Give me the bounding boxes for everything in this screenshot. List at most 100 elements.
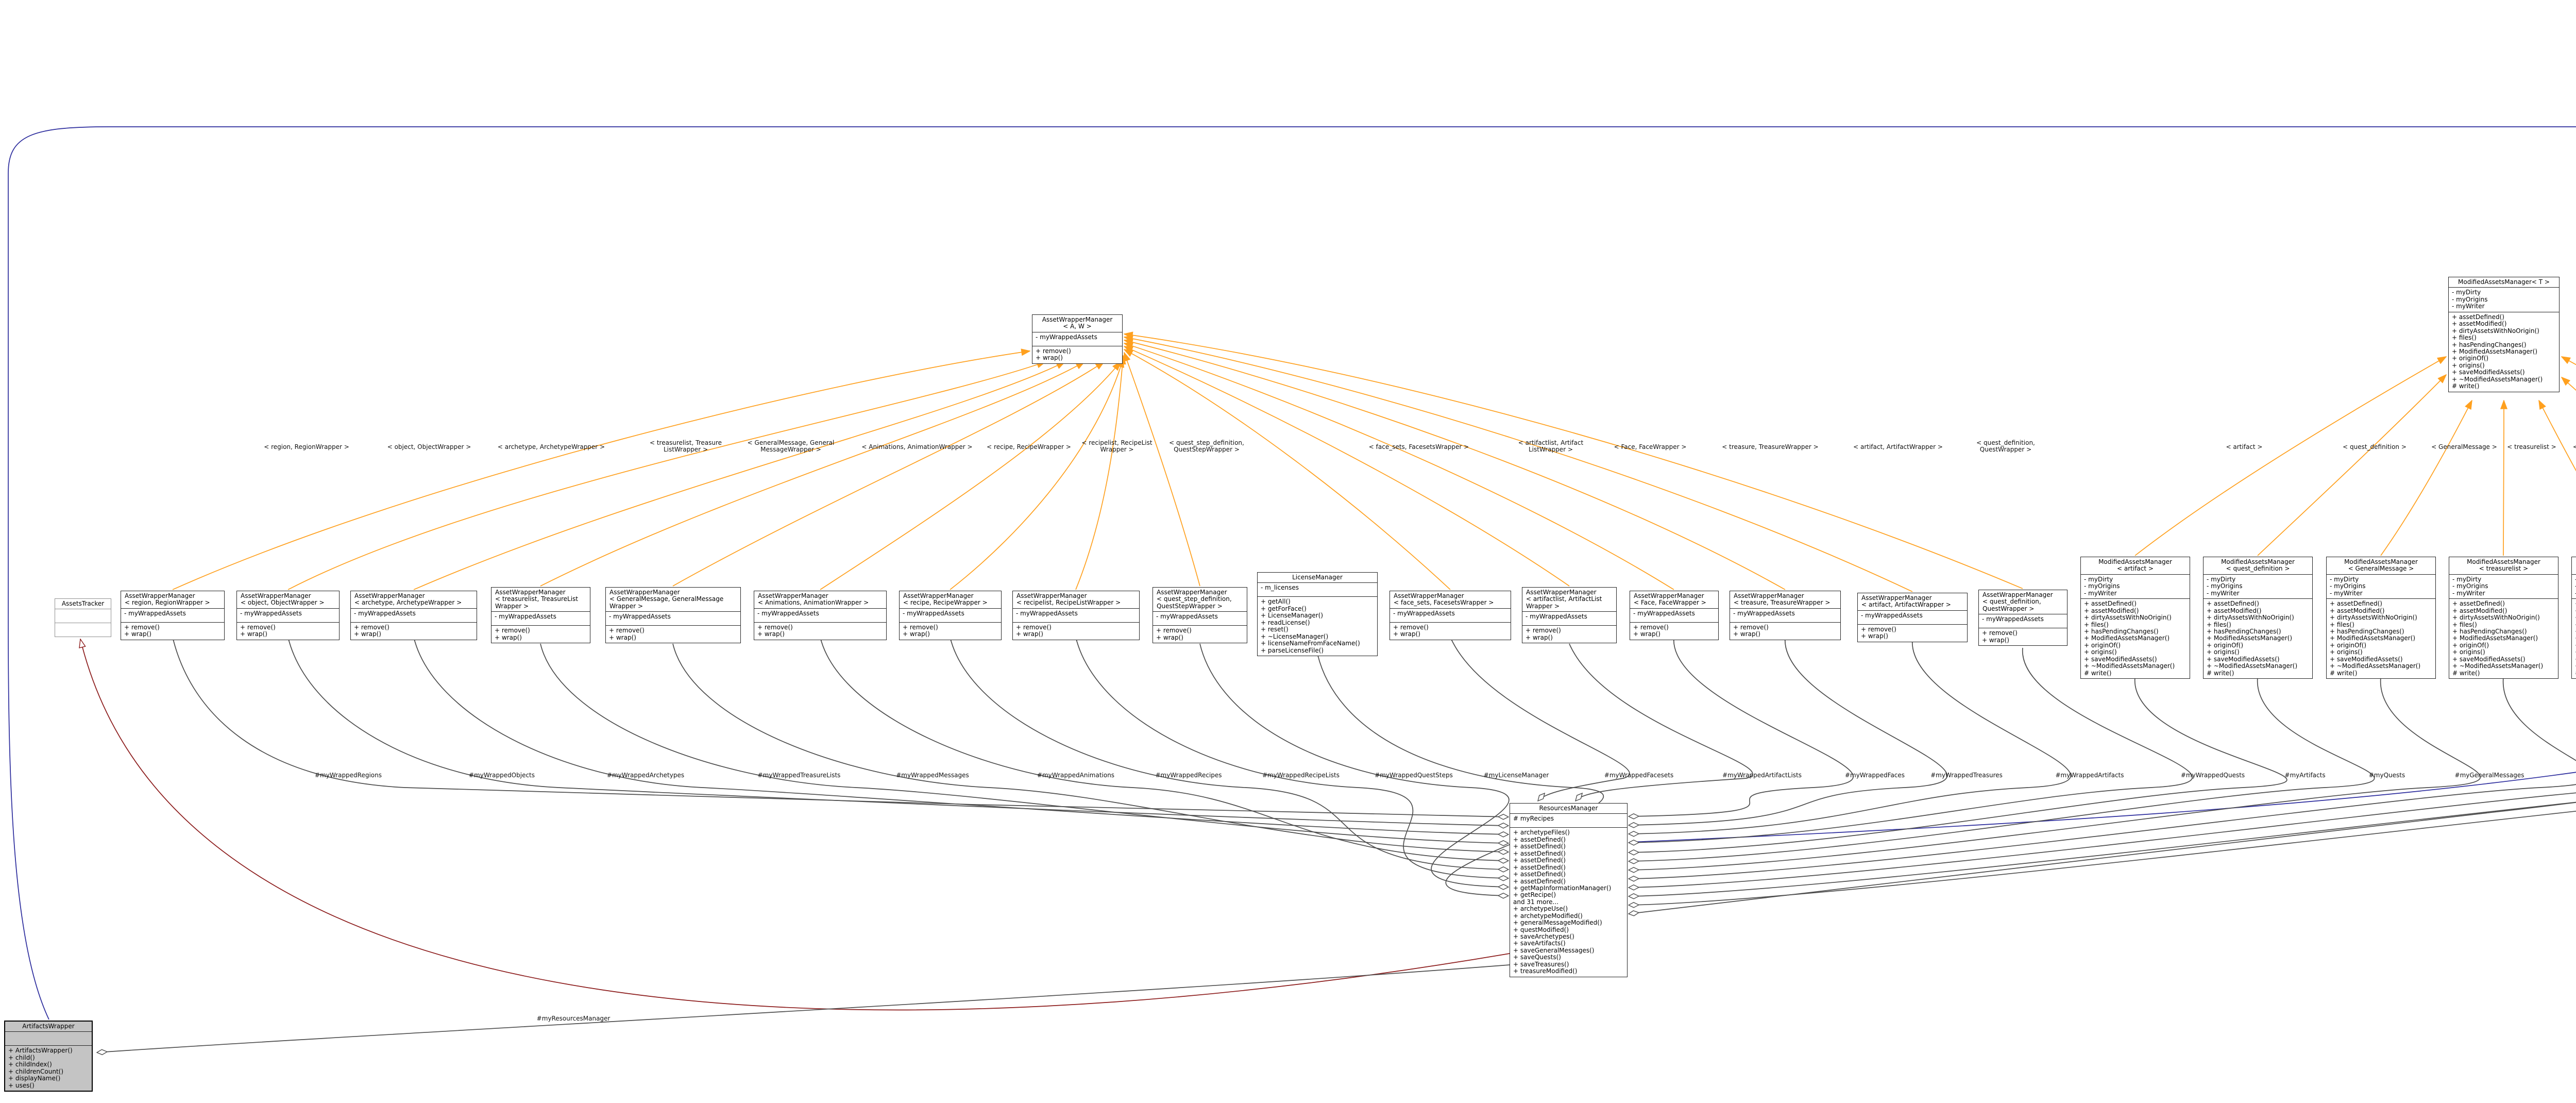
class-title-awm_queststep: AssetWrapperManager < quest_step_definit… bbox=[1153, 588, 1247, 612]
class-attrs-mam_template: - myDirty- myOrigins- myWriter bbox=[2452, 289, 2488, 310]
class-awm_queststep: AssetWrapperManager < quest_step_definit… bbox=[1153, 587, 1247, 644]
e-tmpl-awm-9 bbox=[1124, 349, 1451, 590]
e-member-15 bbox=[1629, 647, 2193, 843]
e-member-14 bbox=[1629, 639, 2071, 834]
e-member-1 bbox=[287, 637, 1509, 826]
class-attrs-mam_artifact: - myDirty- myOrigins- myWriter bbox=[2084, 575, 2120, 597]
class-methods-license_manager: + getAll()+ getForFace()+ LicenseManager… bbox=[1258, 596, 1377, 656]
class-awm_archetype: AssetWrapperManager < archetype, Archety… bbox=[350, 591, 477, 640]
class-methods-awm_animations: + remove()+ wrap() bbox=[754, 622, 886, 640]
class-title-mam_quest: ModifiedAssetsManager < quest_definition… bbox=[2204, 557, 2312, 575]
e-tmpl-awm-2 bbox=[413, 362, 1065, 590]
e-tmpl-awm-8 bbox=[1124, 353, 1200, 587]
class-attrs-awm_template: - myWrappedAssets bbox=[1036, 333, 1097, 341]
e-member-9 bbox=[1317, 653, 1604, 896]
class-methods-artifacts_wrapper: + ArtifactsWrapper()+ child()+ childInde… bbox=[5, 1045, 92, 1091]
class-title-assets_tracker: AssetsTracker bbox=[55, 599, 111, 610]
e-cremap-resourcesmanager bbox=[1629, 801, 2576, 914]
class-methods-assets_tracker bbox=[55, 623, 111, 637]
class-methods-mam_treasurelist: + assetDefined()+ assetModified()+ dirty… bbox=[2449, 598, 2558, 678]
class-mam_artifact: ModifiedAssetsManager < artifact >- myDi… bbox=[2080, 557, 2190, 679]
e-member-4 bbox=[672, 643, 1509, 852]
e-tmpl-awm-0 bbox=[172, 351, 1030, 590]
class-awm_quest: AssetWrapperManager < quest_definition, … bbox=[1978, 590, 2067, 646]
class-methods-awm_recipelist: + remove()+ wrap() bbox=[1013, 622, 1139, 640]
class-methods-mam_template: + assetDefined()+ assetModified()+ dirty… bbox=[2449, 311, 2559, 392]
class-attrs-awm_treasure: - myWrappedAssets bbox=[1733, 609, 1795, 617]
class-methods-awm_archetype: + remove()+ wrap() bbox=[351, 622, 477, 640]
class-methods-awm_template: + remove()+ wrap() bbox=[1032, 345, 1122, 363]
class-license_manager: LicenseManager- m_licenses+ getAll()+ ge… bbox=[1257, 572, 1378, 656]
class-methods-awm_object: + remove()+ wrap() bbox=[237, 622, 339, 640]
class-title-awm_template: AssetWrapperManager < A, W > bbox=[1032, 315, 1122, 332]
e-resourcesmanager-artifactswrapper bbox=[97, 964, 1510, 1052]
e-member-8 bbox=[1199, 643, 1510, 887]
class-awm_artifactlist: AssetWrapperManager < artifactlist, Arti… bbox=[1522, 587, 1617, 644]
class-methods-awm_recipe: + remove()+ wrap() bbox=[900, 622, 1001, 640]
class-methods-mam_artifact: + assetDefined()+ assetModified()+ dirty… bbox=[2081, 598, 2190, 678]
class-methods-awm_queststep: + remove()+ wrap() bbox=[1153, 625, 1247, 643]
class-attrs-license_manager: - m_licenses bbox=[1261, 584, 1299, 592]
e-tmpl-mam-2 bbox=[2380, 400, 2472, 556]
class-mam_archetype: ModifiedAssetsManager < archetype >- myD… bbox=[2571, 557, 2576, 679]
class-awm_recipe: AssetWrapperManager < recipe, RecipeWrap… bbox=[899, 591, 1002, 640]
class-methods-awm_generalmessage: + remove()+ wrap() bbox=[606, 625, 740, 643]
class-artifacts_wrapper: ArtifactsWrapper + ArtifactsWrapper()+ ch… bbox=[4, 1021, 93, 1092]
e-resourcesmanager-assetstracker bbox=[80, 639, 1510, 1011]
class-assets_tracker: AssetsTracker bbox=[55, 598, 111, 638]
e-resourcesmanager-qobject bbox=[1629, 772, 2576, 843]
class-awm_object: AssetWrapperManager < object, ObjectWrap… bbox=[236, 591, 340, 640]
class-attrs-awm_artifact: - myWrappedAssets bbox=[1861, 611, 1923, 619]
class-mam_treasurelist: ModifiedAssetsManager < treasurelist >- … bbox=[2449, 557, 2558, 679]
class-methods-awm_treasure: + remove()+ wrap() bbox=[1730, 622, 1840, 640]
class-mam_template: ModifiedAssetsManager< T >- myDirty- myO… bbox=[2448, 277, 2560, 392]
class-attrs-awm_archetype: - myWrappedAssets bbox=[354, 609, 416, 617]
e-member-16 bbox=[1629, 677, 2287, 853]
e-member-6 bbox=[950, 637, 1509, 870]
class-attrs-mam_archetype: - myDirty- myOrigins- myWriter bbox=[2572, 575, 2576, 598]
class-attrs-mam_quest: - myDirty- myOrigins- myWriter bbox=[2207, 575, 2243, 597]
e-tmpl-mam-4 bbox=[2539, 400, 2576, 472]
e-member-10 bbox=[1450, 637, 1630, 801]
e-member-22 bbox=[1629, 810, 2576, 905]
e-tmpl-awm-3 bbox=[540, 362, 1084, 587]
class-awm_generalmessage: AssetWrapperManager < GeneralMessage, Ge… bbox=[605, 587, 741, 644]
e-tmpl-awm-12 bbox=[1124, 340, 1786, 590]
class-title-awm_quest: AssetWrapperManager < quest_definition, … bbox=[1979, 590, 2067, 615]
class-title-mam_generalmessage: ModifiedAssetsManager < GeneralMessage > bbox=[2327, 557, 2435, 575]
class-title-mam_treasurelist: ModifiedAssetsManager < treasurelist > bbox=[2449, 557, 2558, 575]
class-resources_manager: ResourcesManager# myRecipes+ archetypeFi… bbox=[1510, 803, 1628, 977]
class-awm_animations: AssetWrapperManager < Animations, Animat… bbox=[754, 591, 887, 640]
e-member-12 bbox=[1629, 637, 1854, 816]
class-awm_recipelist: AssetWrapperManager < recipelist, Recipe… bbox=[1012, 591, 1140, 640]
class-awm_treasurelist: AssetWrapperManager < treasurelist, Trea… bbox=[491, 587, 590, 644]
e-tmpl-awm-14 bbox=[1124, 334, 2023, 589]
class-title-mam_archetype: ModifiedAssetsManager < archetype > bbox=[2572, 557, 2576, 575]
class-awm_template: AssetWrapperManager < A, W >- myWrappedA… bbox=[1032, 314, 1123, 364]
class-awm_face: AssetWrapperManager < Face, FaceWrapper … bbox=[1630, 591, 1719, 640]
class-title-artifacts_wrapper: ArtifactsWrapper bbox=[5, 1022, 92, 1032]
e-tmpl-awm-1 bbox=[287, 362, 1045, 590]
e-member-13 bbox=[1629, 637, 1947, 825]
e-tmpl-awm-13 bbox=[1124, 337, 1913, 592]
class-title-awm_facesets: AssetWrapperManager < face_sets, Faceset… bbox=[1390, 591, 1511, 609]
e-tmpl-awm-6 bbox=[950, 359, 1123, 590]
class-awm_region: AssetWrapperManager < region, RegionWrap… bbox=[121, 591, 225, 640]
e-tmpl-mam-1 bbox=[2257, 375, 2446, 556]
e-tmpl-mam-6 bbox=[2562, 357, 2576, 365]
class-attrs-awm_treasurelist: - myWrappedAssets bbox=[495, 613, 556, 621]
class-methods-mam_generalmessage: + assetDefined()+ assetModified()+ dirty… bbox=[2327, 598, 2435, 678]
class-attrs-resources_manager: # myRecipes bbox=[1513, 815, 1554, 823]
class-title-awm_recipelist: AssetWrapperManager < recipelist, Recipe… bbox=[1013, 591, 1139, 609]
e-member-5 bbox=[820, 637, 1509, 861]
class-methods-resources_manager: + archetypeFiles()+ assetDefined()+ asse… bbox=[1510, 827, 1627, 976]
class-methods-awm_region: + remove()+ wrap() bbox=[121, 622, 224, 640]
class-title-mam_artifact: ModifiedAssetsManager < artifact > bbox=[2081, 557, 2190, 575]
class-mam_generalmessage: ModifiedAssetsManager < GeneralMessage >… bbox=[2326, 557, 2436, 679]
e-tmpl-mam-0 bbox=[2134, 357, 2446, 556]
class-title-awm_object: AssetWrapperManager < object, ObjectWrap… bbox=[237, 591, 339, 609]
e-tmpl-awm-4 bbox=[672, 362, 1104, 587]
class-methods-awm_face: + remove()+ wrap() bbox=[1630, 622, 1718, 640]
e-member-19 bbox=[1629, 677, 2576, 879]
